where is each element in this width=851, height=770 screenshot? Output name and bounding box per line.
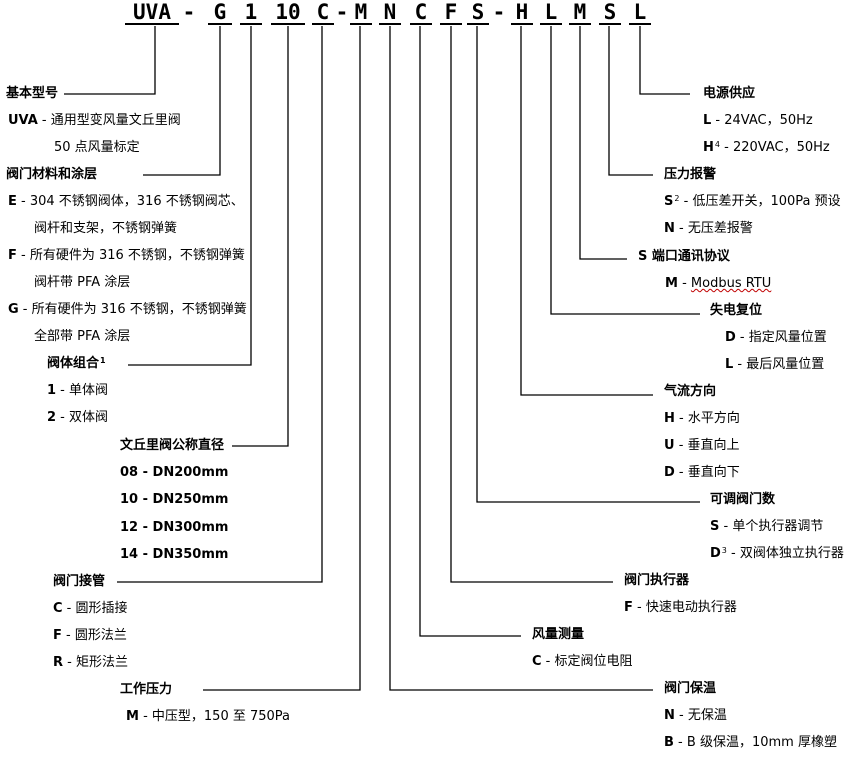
code-dash: - bbox=[492, 0, 506, 24]
connector-failsafe bbox=[550, 26, 700, 315]
connector-pressure bbox=[203, 26, 361, 691]
code-m: M bbox=[349, 0, 373, 25]
alarm-item: S2 - 低压差开关，100Pa 预设 bbox=[664, 194, 841, 209]
pressure-title: 工作压力 bbox=[120, 682, 173, 697]
diameter-item: 14 - DN350mm bbox=[120, 547, 229, 562]
connector-material bbox=[143, 26, 221, 176]
material-item: 全部带 PFA 涂层 bbox=[34, 329, 131, 344]
footnote-mark: 3 bbox=[721, 546, 727, 555]
connector-insulation bbox=[389, 26, 653, 691]
connector-diameter bbox=[232, 26, 289, 447]
adjustable-item: S - 单个执行器调节 bbox=[710, 519, 824, 534]
diameter-item: 12 - DN300mm bbox=[120, 520, 229, 535]
connection-item: F - 圆形法兰 bbox=[53, 628, 127, 643]
basic-model-title: 基本型号 bbox=[6, 86, 59, 101]
insulation-item: B - B 级保温，10mm 厚橡塑 bbox=[664, 735, 837, 750]
comm-title: S 端口通讯协议 bbox=[638, 249, 730, 264]
connector-actuator bbox=[450, 26, 613, 583]
power-title: 电源供应 bbox=[703, 86, 756, 101]
footnote-mark: 2 bbox=[674, 194, 680, 203]
diameter-item: 10 - DN250mm bbox=[120, 492, 229, 507]
code-c: C bbox=[311, 0, 335, 25]
code-1: 1 bbox=[239, 0, 263, 25]
code-s: S bbox=[598, 0, 622, 25]
basic-model-item: UVA - 通用型变风量文丘里阀 bbox=[8, 113, 181, 128]
connection-item: C - 圆形插接 bbox=[53, 601, 128, 616]
adjustable-item: D3 - 双阀体独立执行器 bbox=[710, 546, 844, 561]
footnote-mark: 4 bbox=[714, 140, 720, 149]
code-l: L bbox=[628, 0, 652, 25]
material-item: F - 所有硬件为 316 不锈钢，不锈钢弹簧 bbox=[8, 248, 245, 263]
code-dash: - bbox=[182, 0, 196, 24]
material-item: 阀杆带 PFA 涂层 bbox=[34, 275, 131, 290]
comm-item: M - Modbus RTU bbox=[665, 276, 772, 291]
airflow-title: 气流方向 bbox=[664, 384, 717, 399]
material-title: 阀门材料和涂层 bbox=[6, 167, 98, 182]
airflow-item: D - 垂直向下 bbox=[664, 465, 740, 480]
basic-model-item: 50 点风量标定 bbox=[54, 140, 140, 155]
connector-comm bbox=[579, 26, 627, 260]
connector-measurement bbox=[419, 26, 521, 637]
code-n: N bbox=[378, 0, 402, 25]
diameter-item: 08 - DN200mm bbox=[120, 465, 229, 480]
airflow-item: U - 垂直向上 bbox=[664, 438, 740, 453]
connector-alarm bbox=[608, 26, 653, 176]
airflow-item: H - 水平方向 bbox=[664, 411, 740, 426]
connector-adjustable bbox=[476, 26, 700, 503]
actuator-title: 阀门执行器 bbox=[624, 573, 690, 588]
code-f: F bbox=[439, 0, 463, 25]
code-c: C bbox=[409, 0, 433, 25]
material-item: G - 所有硬件为 316 不锈钢，不锈钢弹簧 bbox=[8, 302, 247, 317]
measurement-item: C - 标定阀位电阻 bbox=[532, 654, 633, 669]
connector-airflow bbox=[520, 26, 653, 396]
actuator-item: F - 快速电动执行器 bbox=[624, 600, 737, 615]
connection-item: R - 矩形法兰 bbox=[53, 655, 128, 670]
failsafe-item: L - 最后风量位置 bbox=[725, 357, 825, 372]
code-10: 10 bbox=[270, 0, 306, 25]
adjustable-title: 可调阀门数 bbox=[710, 492, 776, 507]
combination-item: 1 - 单体阀 bbox=[47, 383, 109, 398]
code-uva: UVA bbox=[124, 0, 180, 25]
failsafe-title: 失电复位 bbox=[710, 303, 763, 318]
connector-power bbox=[639, 26, 690, 95]
power-item: L - 24VAC，50Hz bbox=[703, 113, 813, 128]
footnote-mark: 1 bbox=[100, 356, 106, 365]
model-code-bar: UVA - G 1 10 C - M N C F S - H L M S L bbox=[0, 0, 851, 30]
insulation-title: 阀门保温 bbox=[664, 681, 717, 696]
connector-basic-model bbox=[64, 26, 156, 95]
code-h: H bbox=[510, 0, 534, 25]
material-item: 阀杆和支架，不锈钢弹簧 bbox=[34, 221, 178, 236]
failsafe-item: D - 指定风量位置 bbox=[725, 330, 827, 345]
combination-title: 阀体组合1 bbox=[47, 356, 106, 371]
code-g: G bbox=[207, 0, 233, 25]
insulation-item: N - 无保温 bbox=[664, 708, 727, 723]
material-item: E - 304 不锈钢阀体，316 不锈钢阀芯、 bbox=[8, 194, 244, 209]
alarm-title: 压力报警 bbox=[664, 167, 717, 182]
pressure-item: M - 中压型，150 至 750Pa bbox=[126, 709, 291, 724]
measurement-title: 风量测量 bbox=[532, 627, 585, 642]
connection-title: 阀门接管 bbox=[53, 574, 106, 589]
power-item: H4 - 220VAC，50Hz bbox=[703, 140, 830, 155]
alarm-item: N - 无压差报警 bbox=[664, 221, 753, 236]
connector-connection bbox=[117, 26, 323, 583]
combination-item: 2 - 双体阀 bbox=[47, 410, 109, 425]
code-m: M bbox=[568, 0, 592, 25]
diameter-title: 文丘里阀公称直径 bbox=[120, 438, 225, 453]
code-s: S bbox=[466, 0, 490, 25]
code-l: L bbox=[539, 0, 563, 25]
code-dash: - bbox=[335, 0, 349, 24]
connector-combination bbox=[128, 26, 252, 366]
